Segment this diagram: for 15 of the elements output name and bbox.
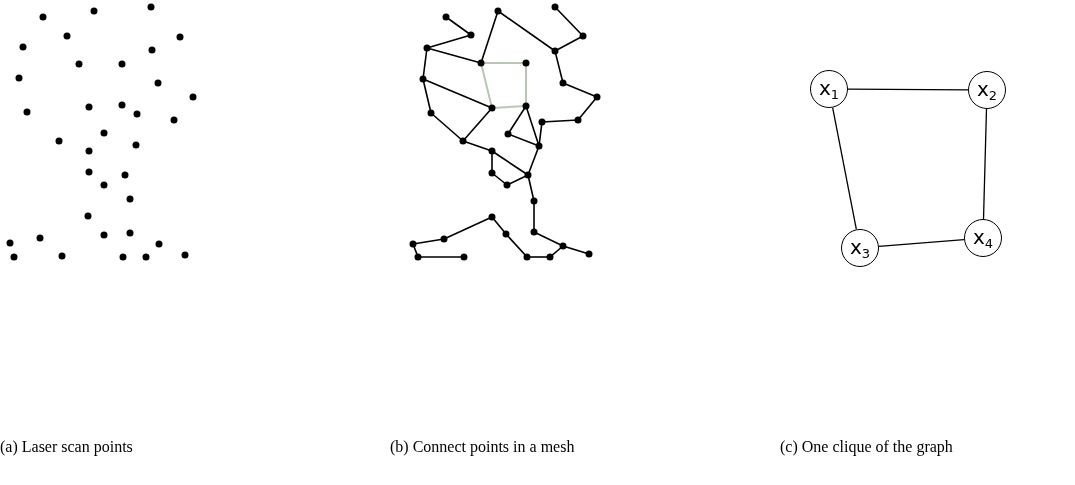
- graph-edge: [832, 107, 857, 230]
- variable-node: [964, 219, 1002, 257]
- node-label: x$_{4}$: [972, 226, 994, 250]
- node-label: x$_{1}$: [818, 77, 840, 101]
- panel-caption: (c) One clique of the graph: [780, 438, 953, 456]
- variable-node: [810, 70, 848, 108]
- variable-node: [841, 229, 879, 267]
- graph-edge: [847, 88, 969, 91]
- variable-node: [968, 71, 1006, 109]
- graph-edge: [982, 108, 988, 220]
- panel-caption: (a) Laser scan points: [0, 438, 133, 456]
- node-label: x$_{2}$: [976, 78, 998, 102]
- graph-edge: [878, 238, 965, 248]
- node-label: x$_{3}$: [849, 236, 871, 260]
- panel-caption: (b) Connect points in a mesh: [390, 438, 575, 456]
